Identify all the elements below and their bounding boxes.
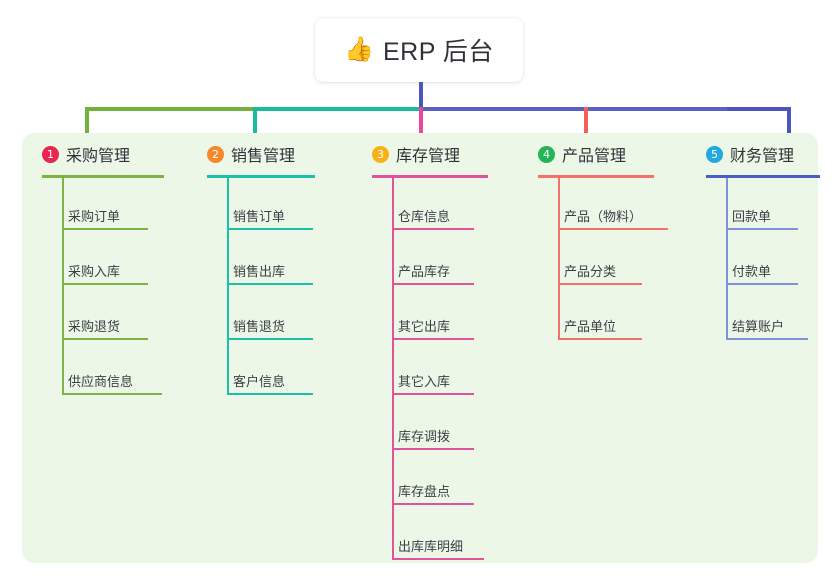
leaf-underline: [392, 393, 474, 395]
leaf-label: 采购订单: [68, 209, 121, 224]
branch-index-badge: 1: [42, 145, 59, 163]
root-title: ERP 后台: [382, 38, 494, 66]
branch-stub-4: [584, 107, 588, 141]
leaf-underline: [558, 228, 668, 230]
branch-title: 库存管理: [396, 148, 461, 165]
leaf-underline: [227, 283, 313, 285]
branches-panel: 1 采购管理采购订单采购入库采购退货供应商信息 2 销售管理销售订单销售出库销售退货客…: [22, 133, 820, 563]
leaf-label: 产品分类: [564, 264, 617, 279]
leaf-underline: [726, 228, 798, 230]
connector-bar-indigo-end: [727, 107, 791, 111]
connector-bar-teal: [253, 107, 421, 111]
leaf-underline: [227, 228, 313, 230]
leaf-underline: [558, 283, 642, 285]
leaf-label: 结算账户: [732, 319, 785, 334]
root-node-card[interactable]: 👍 ERP 后台: [315, 18, 523, 82]
branch-title: 产品管理: [562, 148, 627, 165]
leaf-label: 出库库明细: [398, 539, 464, 554]
branch-stub-3: [419, 107, 423, 141]
leaf-label: 回款单: [732, 209, 772, 224]
leaf-label: 销售退货: [233, 319, 286, 334]
branch-index-badge: 3: [372, 145, 389, 163]
branch-header-underline: [207, 175, 315, 178]
branch-stub-5: [787, 107, 791, 141]
leaf-label: 销售订单: [233, 209, 286, 224]
leaf-underline: [392, 558, 484, 560]
branch-header-3[interactable]: 3 库存管理: [372, 142, 460, 166]
leaf-label: 产品（物料）: [564, 209, 643, 224]
branch-spine: [62, 178, 64, 393]
leaf-label: 采购退货: [68, 319, 121, 334]
leaf-underline: [227, 393, 313, 395]
leaf-label: 供应商信息: [68, 374, 134, 389]
leaf-label: 其它入库: [398, 374, 451, 389]
leaf-underline: [392, 228, 474, 230]
leaf-label: 客户信息: [233, 374, 286, 389]
branch-title: 财务管理: [730, 148, 795, 165]
branch-header-underline: [372, 175, 488, 178]
trunk-connector: [419, 82, 423, 109]
leaf-underline: [62, 283, 148, 285]
branch-title: 销售管理: [231, 148, 296, 165]
connector-bar-indigo: [419, 107, 729, 111]
branch-header-2[interactable]: 2 销售管理: [207, 142, 295, 166]
leaf-underline: [726, 283, 798, 285]
branch-header-1[interactable]: 1 采购管理: [42, 142, 130, 166]
leaf-underline: [392, 448, 474, 450]
branch-index-badge: 2: [207, 145, 224, 163]
branch-header-4[interactable]: 4 产品管理: [538, 142, 626, 166]
branch-spine: [558, 178, 560, 338]
thumbs-up-icon: 👍: [344, 36, 374, 63]
leaf-label: 采购入库: [68, 264, 121, 279]
branch-header-underline: [42, 175, 164, 178]
branch-title: 采购管理: [66, 148, 131, 165]
branch-index-badge: 4: [538, 145, 555, 163]
leaf-underline: [227, 338, 313, 340]
leaf-label: 仓库信息: [398, 209, 451, 224]
branch-header-5[interactable]: 5 财务管理: [706, 142, 794, 166]
branch-spine: [227, 178, 229, 393]
leaf-label: 库存盘点: [398, 484, 451, 499]
connector-bar-green: [85, 107, 255, 111]
branch-stub-2: [253, 107, 257, 141]
leaf-underline: [62, 338, 148, 340]
branch-spine: [726, 178, 728, 338]
branch-stub-1: [85, 107, 89, 141]
leaf-underline: [62, 228, 148, 230]
branch-index-badge: 5: [706, 145, 723, 163]
leaf-underline: [726, 338, 808, 340]
branch-header-underline: [538, 175, 654, 178]
leaf-label: 付款单: [732, 264, 772, 279]
leaf-label: 产品单位: [564, 319, 617, 334]
leaf-underline: [62, 393, 162, 395]
leaf-label: 库存调拨: [398, 429, 451, 444]
leaf-underline: [392, 338, 474, 340]
leaf-label: 其它出库: [398, 319, 451, 334]
leaf-underline: [392, 503, 474, 505]
leaf-underline: [558, 338, 642, 340]
leaf-label: 产品库存: [398, 264, 451, 279]
branch-spine: [392, 178, 394, 558]
leaf-label: 销售出库: [233, 264, 286, 279]
leaf-underline: [392, 283, 474, 285]
branch-header-underline: [706, 175, 820, 178]
